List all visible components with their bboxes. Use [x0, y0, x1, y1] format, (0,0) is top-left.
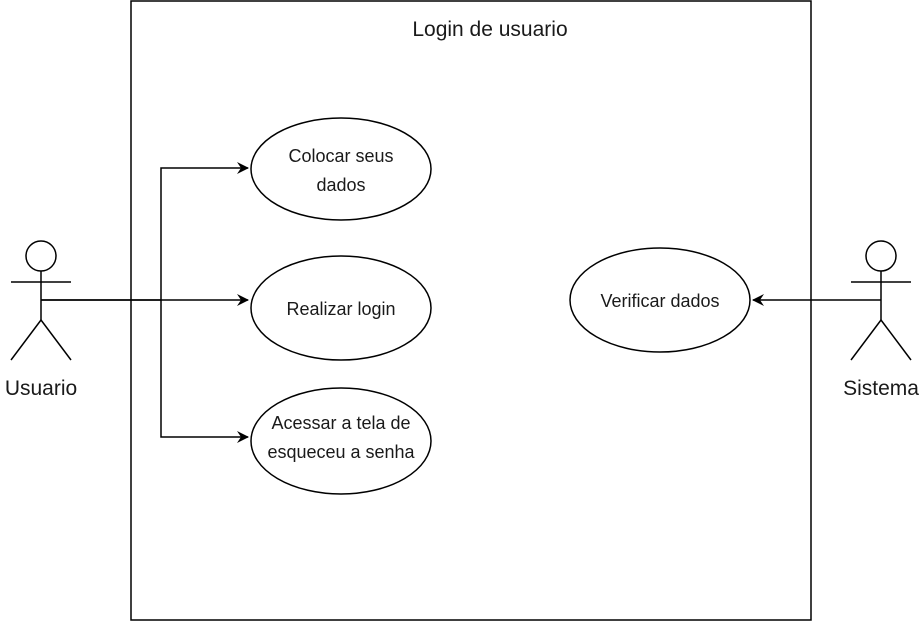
actor-system[interactable]: Sistema — [843, 240, 919, 400]
actor-stick-figure-icon — [10, 240, 72, 361]
use-case-ellipse — [250, 387, 432, 495]
use-case-label-line1: Colocar seus — [288, 146, 393, 166]
connector-forgot-password — [160, 300, 249, 443]
use-case-ellipse — [569, 247, 751, 353]
use-case-label: Verificar dados — [600, 291, 719, 311]
use-case-ellipse — [250, 255, 432, 361]
actor-stick-figure-icon — [850, 240, 912, 361]
user-connectors — [41, 162, 249, 443]
use-case-enter-data[interactable]: Colocar seus dados — [250, 117, 432, 221]
use-case-ellipse — [250, 117, 432, 221]
use-case-forgot-password[interactable]: Acessar a tela de esqueceu a senha — [250, 387, 432, 495]
use-case-verify-data[interactable]: Verificar dados — [569, 247, 751, 353]
use-case-label-line1: Acessar a tela de — [271, 413, 410, 433]
use-case-label-line2: dados — [316, 175, 365, 195]
actor-label: Usuario — [5, 377, 77, 400]
use-case-login[interactable]: Realizar login — [250, 255, 432, 361]
actor-label: Sistema — [843, 377, 919, 400]
system-title: Login de usuario — [412, 18, 567, 41]
use-case-label-line2: esqueceu a senha — [267, 442, 415, 462]
use-case-label: Realizar login — [286, 299, 395, 319]
actor-user[interactable]: Usuario — [5, 240, 77, 400]
